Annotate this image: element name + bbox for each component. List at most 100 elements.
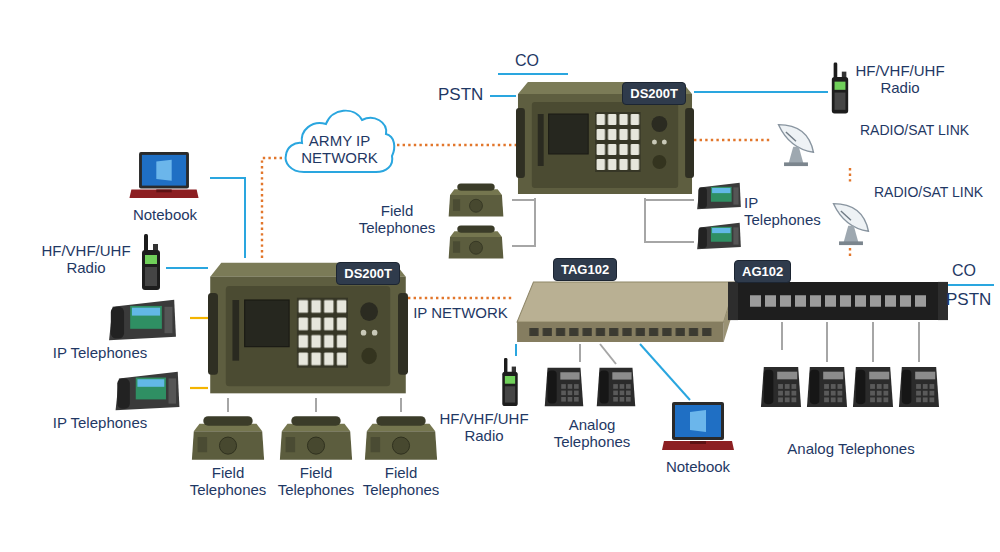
connector bbox=[315, 398, 317, 412]
field-phone-node: Field Telephones bbox=[359, 412, 443, 500]
ip-phone-node: IP Telephones bbox=[694, 176, 826, 256]
field-phone-icon bbox=[449, 225, 504, 258]
label-holder: PSTN bbox=[946, 290, 991, 310]
edge-label: IP NETWORK bbox=[411, 304, 510, 321]
gateway-unit: TAG102 bbox=[513, 256, 738, 344]
phone-branch bbox=[872, 322, 874, 362]
ip-phone-icon bbox=[697, 183, 741, 209]
line-label: PSTN bbox=[946, 290, 991, 310]
connector bbox=[640, 344, 690, 400]
device-label: DS200T bbox=[622, 82, 686, 105]
analog-phone-icon bbox=[545, 368, 584, 407]
radio-icon bbox=[502, 358, 517, 406]
connector bbox=[400, 398, 402, 412]
ip-phone-icon bbox=[109, 300, 176, 340]
ds200t-unit bbox=[516, 82, 694, 194]
connector bbox=[694, 91, 828, 93]
caption-text: Notebook bbox=[120, 206, 210, 223]
dish-icon bbox=[779, 125, 814, 166]
device-label: DS200T bbox=[336, 262, 400, 285]
field-phone-icon bbox=[365, 416, 437, 460]
caption-text: RADIO/SAT LINK bbox=[874, 184, 996, 201]
connector bbox=[645, 198, 694, 242]
caption-text: HF/VHF/UHF Radio bbox=[38, 242, 134, 276]
dish-icon bbox=[834, 204, 869, 245]
radio-node: HF/VHF/UHF Radio bbox=[438, 356, 530, 452]
connector bbox=[397, 144, 516, 146]
ds200t-unit bbox=[208, 263, 408, 394]
notebook-icon bbox=[662, 402, 734, 450]
connector bbox=[227, 398, 229, 412]
connector bbox=[262, 158, 282, 258]
ag102-unit bbox=[728, 282, 948, 320]
radio-icon bbox=[832, 63, 848, 114]
tag102-unit bbox=[517, 282, 736, 342]
connector bbox=[579, 344, 581, 362]
caption-text: RADIO/SAT LINK bbox=[860, 122, 990, 139]
field-phone-node: Field Telephones bbox=[356, 180, 512, 262]
line-label: PSTN bbox=[438, 85, 483, 105]
field-phone-node: Field Telephones bbox=[274, 412, 358, 500]
radio-icon bbox=[142, 234, 160, 290]
analog-phone-icon bbox=[597, 368, 636, 407]
field-phone-icon bbox=[192, 416, 264, 460]
analog-phone-icon bbox=[899, 367, 939, 407]
connector bbox=[166, 267, 208, 269]
sat-link-node: RADIO/SAT LINK bbox=[828, 182, 996, 248]
caption-text: IP Telephones bbox=[45, 414, 155, 431]
radio-node: HF/VHF/UHF Radio bbox=[38, 232, 166, 292]
phone-branch bbox=[512, 199, 535, 201]
connector bbox=[512, 198, 535, 246]
notebook-node: Notebook bbox=[120, 150, 210, 225]
caption-text: HF/VHF/UHF Radio bbox=[438, 410, 530, 444]
cloud-shape bbox=[286, 111, 395, 172]
notebook-icon bbox=[129, 152, 198, 198]
label-holder: PSTN bbox=[438, 85, 483, 105]
caption-text: Field Telephones bbox=[186, 464, 270, 498]
radio-node: HF/VHF/UHF Radio bbox=[828, 58, 948, 118]
ip-phone-node: IP Telephones bbox=[45, 368, 190, 434]
connector bbox=[849, 248, 851, 258]
switch-unit: DS200T bbox=[516, 78, 694, 198]
caption-text: ARMY IP NETWORK bbox=[290, 132, 389, 166]
network-cloud: ARMY IP NETWORK bbox=[282, 100, 397, 178]
caption-text: Field Telephones bbox=[274, 464, 358, 498]
ip-phone-node: IP Telephones bbox=[45, 296, 190, 364]
notebook-node: Notebook bbox=[656, 400, 740, 478]
connector bbox=[781, 322, 783, 350]
connector bbox=[190, 317, 208, 319]
caption-text: IP Telephones bbox=[45, 344, 155, 361]
caption-text: Analog Telephones bbox=[540, 416, 644, 450]
label-holder: CO bbox=[515, 52, 539, 70]
phone-branch bbox=[826, 322, 828, 362]
device-label: AG102 bbox=[734, 260, 791, 283]
sat-link-node: RADIO/SAT LINK bbox=[770, 120, 996, 168]
connector bbox=[190, 387, 208, 389]
analog-phone-icon bbox=[761, 367, 801, 407]
caption-text: Notebook bbox=[656, 458, 740, 475]
edge-label-holder: IP NETWORK bbox=[411, 304, 510, 321]
analog-phone-icon bbox=[807, 367, 847, 407]
analog-phone-node: Analog Telephones bbox=[758, 350, 944, 462]
field-phone-node: Field Telephones bbox=[186, 412, 270, 500]
connector bbox=[515, 344, 517, 356]
ip-phone-icon bbox=[697, 223, 741, 249]
caption-text: IP Telephones bbox=[744, 194, 826, 228]
connector bbox=[408, 297, 513, 299]
co-line bbox=[498, 73, 568, 75]
gateway-unit: AG102 bbox=[728, 258, 948, 322]
pstn-line bbox=[490, 95, 516, 97]
line-label: CO bbox=[952, 262, 976, 280]
caption-text: Field Telephones bbox=[359, 464, 443, 498]
label-holder: CO bbox=[952, 262, 976, 280]
field-phone-icon bbox=[280, 416, 352, 460]
line-label: CO bbox=[515, 52, 539, 70]
connector bbox=[210, 178, 245, 258]
switch-unit: DS200T bbox=[208, 258, 408, 398]
co-line bbox=[948, 284, 994, 286]
analog-phone-node: Analog Telephones bbox=[540, 362, 644, 452]
field-phone-icon bbox=[449, 183, 504, 216]
caption-text: Analog Telephones bbox=[758, 440, 944, 457]
